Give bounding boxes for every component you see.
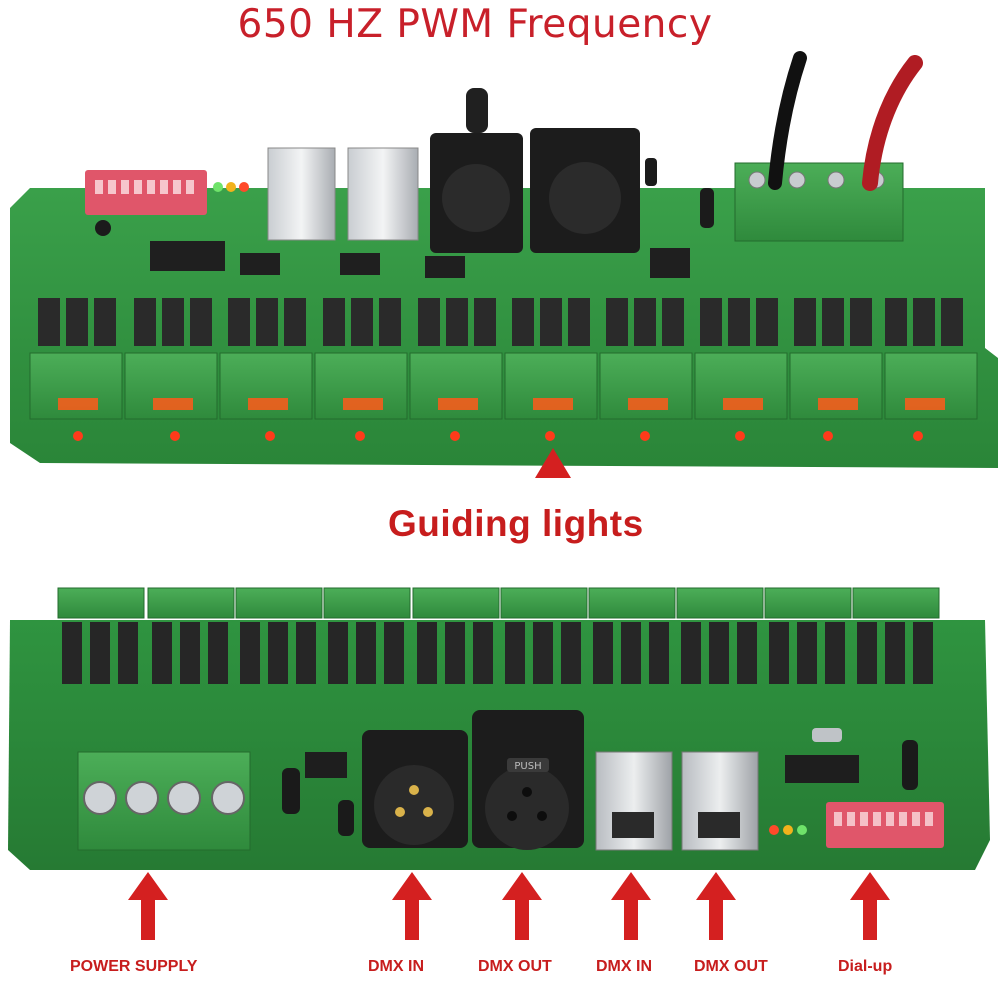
label-dmx-in-1: DMX IN — [368, 958, 424, 975]
page-title: 650 HZ PWM Frequency — [237, 2, 713, 47]
top-led-green — [213, 182, 223, 192]
arrow-dmx-in-1 — [392, 872, 432, 940]
top-rj45-1 — [267, 147, 336, 241]
bottom-arrows — [128, 872, 890, 940]
label-power-supply: POWER SUPPLY — [70, 958, 198, 975]
title-band — [0, 0, 1000, 48]
bottom-mosfet-row — [62, 622, 933, 684]
bottom-board-photo: PUSH — [8, 587, 990, 870]
label-dial-up: Dial-up — [838, 958, 893, 975]
guiding-arrow — [535, 448, 571, 478]
top-board-photo — [10, 51, 998, 478]
top-ic-1 — [150, 241, 225, 271]
label-dmx-out-2: DMX OUT — [694, 958, 768, 975]
xlr-push-text: PUSH — [514, 761, 541, 772]
bottom-terminal-strips — [57, 587, 940, 619]
guiding-lights-label: Guiding lights — [388, 503, 644, 544]
arrow-dial-up — [850, 872, 890, 940]
arrow-dmx-out-2 — [696, 872, 736, 940]
arrow-power-supply — [128, 872, 168, 940]
label-dmx-in-2: DMX IN — [596, 958, 652, 975]
arrow-dmx-in-2 — [611, 872, 651, 940]
arrow-dmx-out-1 — [502, 872, 542, 940]
label-dmx-out-1: DMX OUT — [478, 958, 552, 975]
top-mosfet-row — [38, 298, 963, 346]
top-indicator-leds — [73, 431, 923, 441]
red-probe — [862, 55, 923, 191]
black-probe — [768, 51, 807, 190]
top-rj45-2 — [347, 147, 419, 241]
top-terminal-blocks — [29, 352, 978, 420]
